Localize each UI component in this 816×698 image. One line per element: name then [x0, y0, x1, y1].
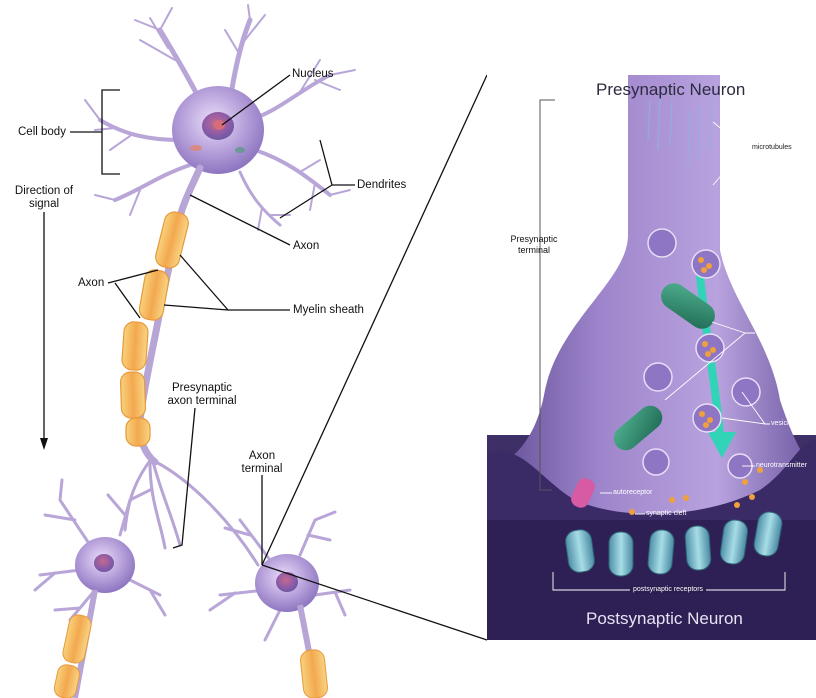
axon-upper-label: Axon: [293, 240, 319, 253]
nucleus-label: Nucleus: [292, 68, 334, 81]
myelin-sheath-label: Myelin sheath: [293, 304, 364, 317]
axon-terminal-label: Axon terminal: [232, 450, 292, 476]
mitochondria-label: mitochondria: [756, 329, 796, 337]
presynaptic-terminal-label: Presynaptic terminal: [498, 234, 570, 256]
synaptic-cleft-label: synaptic cleft: [646, 510, 686, 518]
axon-left-label: Axon: [78, 277, 104, 290]
presynaptic-axon-terminal-label: Presynaptic axon terminal: [156, 382, 248, 408]
microtubules-label: microtubules: [752, 144, 792, 152]
direction-of-signal-label: Direction of signal: [8, 185, 80, 211]
direction-arrowhead: [40, 438, 48, 450]
cell-body-label: Cell body: [18, 126, 66, 139]
autoreceptor-label: autoreceptor: [613, 489, 652, 497]
neurotransmitter-label: neurotransmitter: [756, 462, 807, 470]
postsynaptic-receptors-label: postsynaptic receptors: [630, 586, 706, 594]
synapse-inset: [487, 75, 816, 640]
presynaptic-neuron-title: Presynaptic Neuron: [596, 80, 745, 99]
vesicles-label: vesicles: [771, 420, 796, 428]
postsynaptic-neuron-title: Postsynaptic Neuron: [586, 609, 743, 628]
dendrites-label: Dendrites: [357, 179, 406, 192]
